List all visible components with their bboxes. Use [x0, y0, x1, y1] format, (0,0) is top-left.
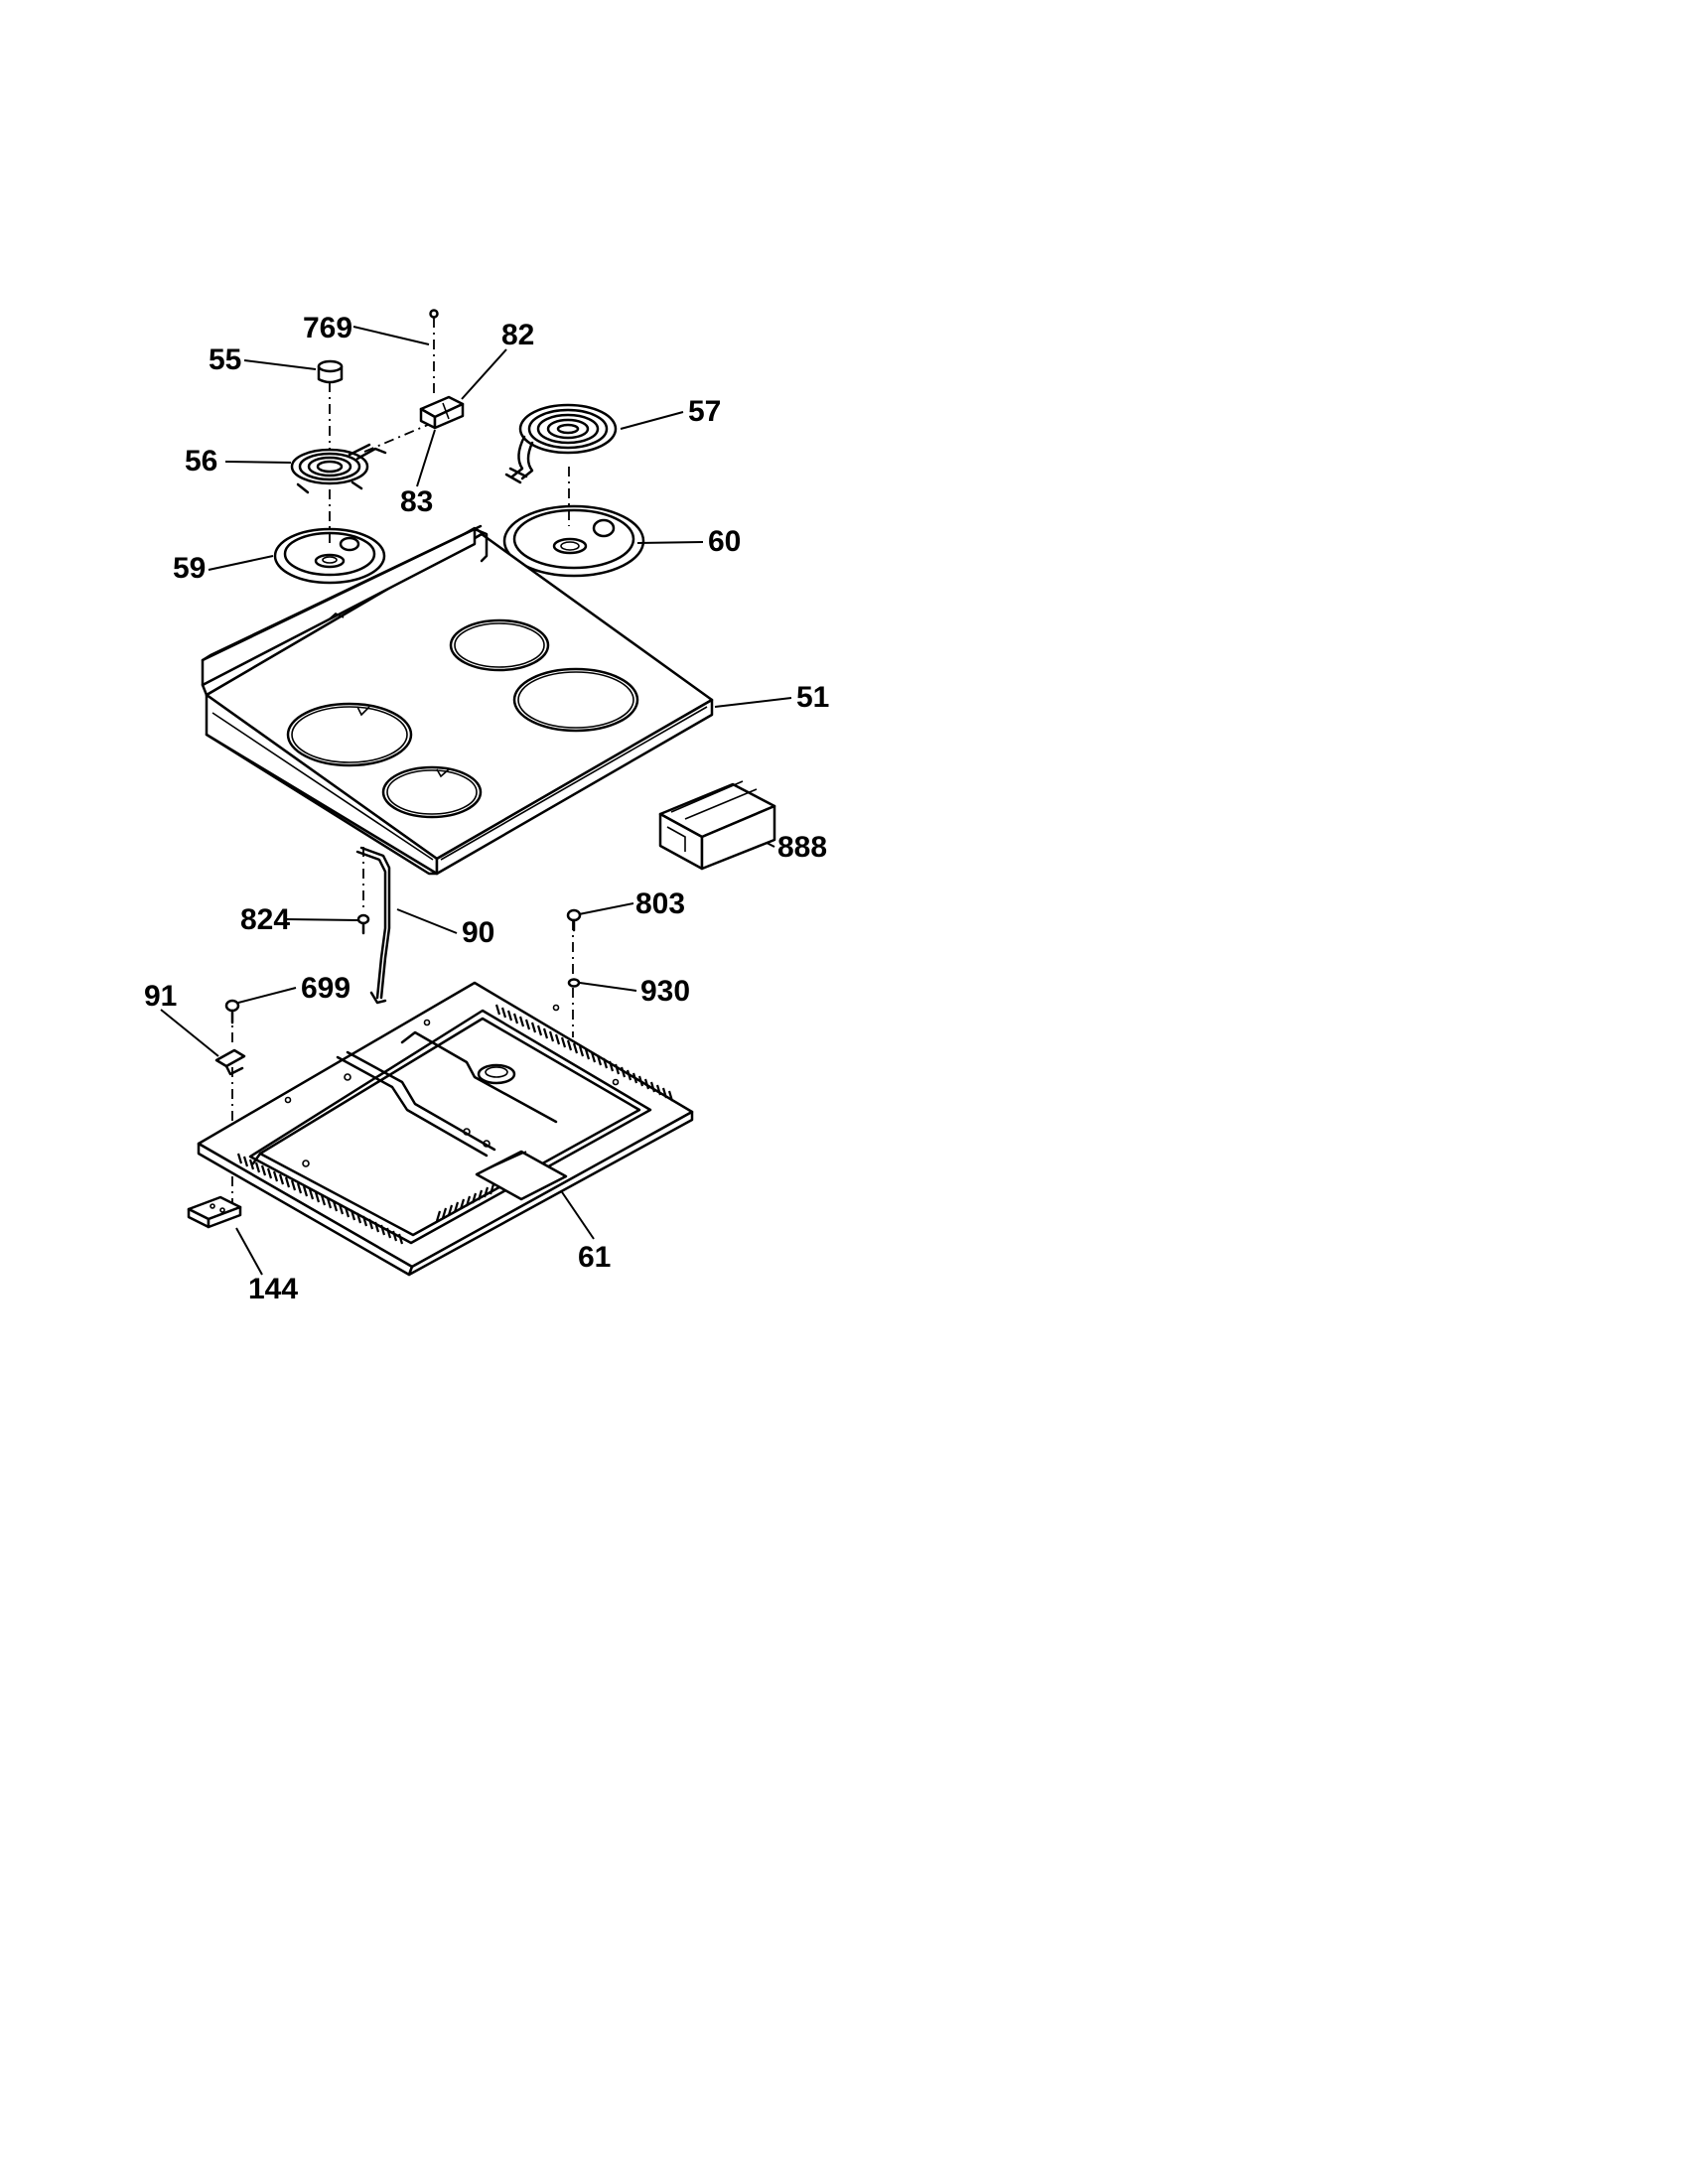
- callout-824: 824: [240, 903, 290, 936]
- burner-box-pan: [197, 981, 694, 1277]
- screw-824: [356, 913, 370, 935]
- leader-lines: [160, 326, 792, 1276]
- callout-90: 90: [462, 916, 494, 949]
- callout-83: 83: [400, 485, 433, 518]
- large-surface-element: [504, 403, 618, 484]
- callout-59: 59: [173, 552, 206, 585]
- callout-61: 61: [578, 1241, 611, 1274]
- washer-930: [567, 978, 581, 988]
- rear-vent-slots: [494, 1004, 674, 1102]
- callout-82: 82: [501, 319, 534, 351]
- bracket-144: [187, 1195, 242, 1229]
- screw-699: [224, 999, 240, 1024]
- knob-cap: [317, 359, 344, 384]
- callout-51: 51: [796, 681, 829, 714]
- callout-55: 55: [209, 343, 241, 376]
- callout-769: 769: [303, 312, 352, 344]
- callout-144: 144: [248, 1273, 298, 1305]
- screw-769: [429, 309, 439, 319]
- terminal-block: [419, 395, 465, 430]
- screw-803: [566, 908, 582, 932]
- bracket-clip: [214, 1048, 246, 1076]
- cooktop: [201, 524, 714, 876]
- callout-57: 57: [688, 395, 721, 428]
- side-vent-slots: [435, 1183, 495, 1222]
- small-surface-element: [290, 443, 387, 494]
- small-drip-bowl: [273, 527, 386, 585]
- parts-kit-box: [658, 780, 776, 871]
- callout-930: 930: [640, 975, 690, 1008]
- large-drip-bowl: [502, 504, 645, 578]
- callout-888: 888: [777, 831, 827, 864]
- callout-803: 803: [635, 887, 685, 920]
- callout-91: 91: [144, 980, 177, 1013]
- wire-rod: [355, 846, 391, 1005]
- front-vent-slots: [236, 1153, 404, 1245]
- callout-56: 56: [185, 445, 217, 478]
- callout-699: 699: [301, 972, 351, 1005]
- callout-60: 60: [708, 525, 741, 558]
